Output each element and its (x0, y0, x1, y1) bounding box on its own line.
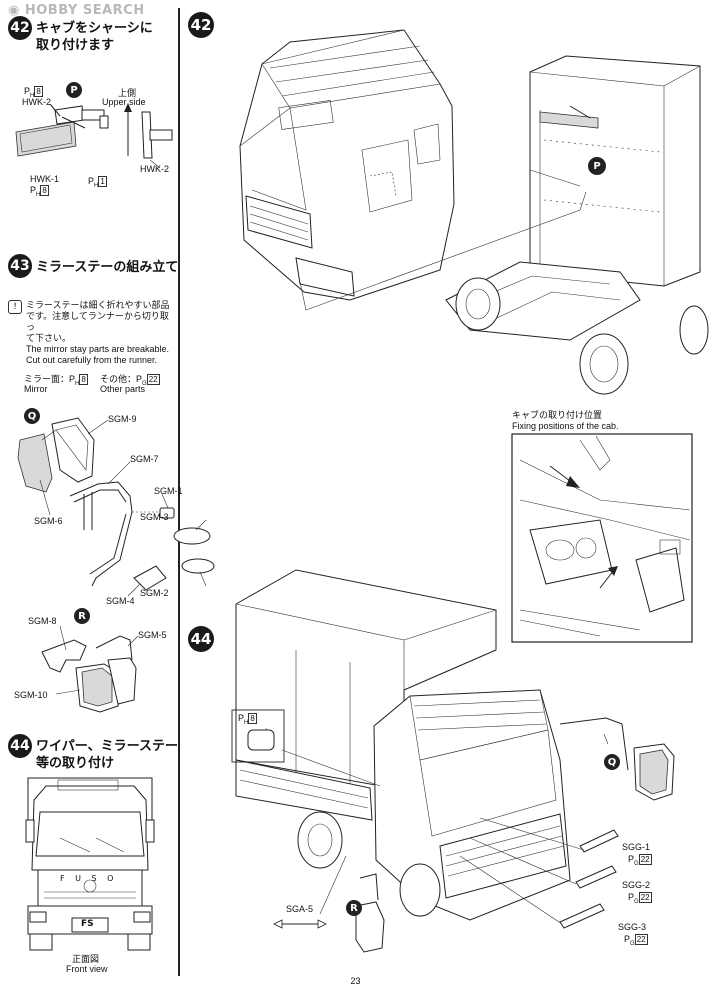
upper-side-en: Upper side (102, 97, 146, 107)
front-view-drawing (25, 777, 155, 951)
letter-r-main-badge: R (346, 900, 362, 916)
sgm-10-label: SGM-10 (14, 690, 48, 700)
mirror-stay-drawing (17, 417, 215, 713)
letter-q-badge: Q (24, 408, 40, 424)
upper-side-ja: 上側 (118, 88, 137, 98)
sgm-2-label: SGM-2 (140, 588, 169, 598)
sgm-8-label: SGM-8 (28, 616, 57, 626)
sgm-1-label: SGM-1 (154, 486, 183, 496)
front-view-en: Front view (66, 964, 108, 974)
watermark-text: HOBBY SEARCH (24, 3, 145, 18)
column-divider (178, 8, 180, 976)
sgg-2-label: SGG-2 (622, 880, 651, 890)
inset-title: キャブの取り付け位置 Fixing positions of the cab. (512, 410, 619, 431)
watermark-logo: ◉ HOBBY SEARCH (8, 3, 145, 18)
hwk1-label: HWK-1 (30, 174, 59, 184)
step-42-main-badge: 42 (188, 12, 214, 38)
step-44-badge: 44 (8, 734, 32, 758)
sgm-6-label: SGM-6 (34, 516, 63, 526)
sga-5-label: SGA-5 (286, 904, 314, 914)
hwk2-label: HWK-2 (22, 97, 51, 107)
sgm-3-label: SGM-3 (140, 512, 169, 522)
sgm-5-label: SGM-5 (138, 630, 167, 640)
step-42-title: キャブをシャーシに 取り付けます (36, 20, 153, 54)
hwk-parts-drawing (15, 103, 173, 169)
sgg-1-label: SGG-1 (622, 842, 651, 852)
step-43-note: ミラーステーは細く折れやすい部品 です。注意してランナーから切り取っ て下さい。… (26, 300, 170, 365)
caution-icon: ! (8, 300, 22, 314)
letter-r-badge: R (74, 608, 90, 624)
letter-p-main-badge: P (588, 157, 606, 175)
sgg-3-label: SGG-3 (618, 922, 647, 932)
letter-q-main-badge: Q (604, 754, 620, 770)
other-en-label: Other parts (100, 384, 146, 394)
step-43-title: ミラーステーの組み立て (36, 260, 179, 275)
grille-lettering: F U S O (60, 874, 118, 883)
step-44-title: ワイパー、ミラーステー 等の取り付け (36, 739, 178, 771)
mirror-en-label: Mirror (24, 384, 48, 394)
hwk2-side-label: HWK-2 (140, 164, 169, 174)
step-42-title-line1: キャブをシャーシに (36, 21, 153, 36)
step-44-main-badge: 44 (188, 626, 214, 652)
cab-chassis-drawing (239, 29, 709, 395)
page-number: 23 (350, 976, 361, 986)
step-42-badge: 42 (8, 16, 32, 40)
step-43-badge: 43 (8, 254, 32, 278)
front-view-ja: 正面図 (72, 954, 100, 964)
letter-p-badge: P (66, 82, 82, 98)
step-42-title-line2: 取り付けます (36, 38, 115, 53)
license-plate-text: FS (81, 919, 94, 929)
sgm-7-label: SGM-7 (130, 454, 159, 464)
sgm-4-label: SGM-4 (106, 596, 135, 606)
inset-mount-drawing (511, 433, 693, 643)
sgm-9-label: SGM-9 (108, 414, 137, 424)
